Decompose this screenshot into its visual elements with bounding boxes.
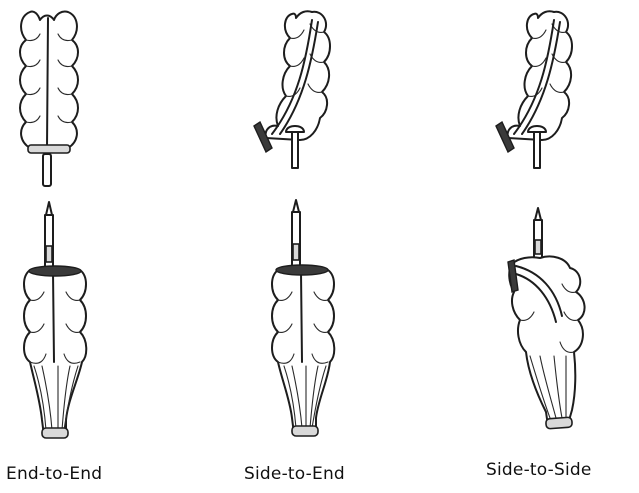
side-to-end-top-colon [254,11,330,168]
caption-side-to-side: Side-to-Side [486,460,592,480]
colon-segment [508,11,572,140]
caption-side-to-end: Side-to-End [244,464,345,484]
rectal-stump [272,270,334,434]
end-to-end-bottom-rectum [24,202,86,438]
rectal-stump [509,256,584,426]
colon-segment [266,11,330,140]
staple-ring [28,145,70,153]
end-to-end-top-colon [20,11,78,186]
side-to-side-top-colon [496,11,572,168]
stapler-shaft [43,154,51,186]
anastomotic-ring [276,265,328,275]
colon-segment [20,11,78,148]
trocar-tip [46,202,52,215]
rectal-stump [24,270,86,436]
anvil-shaft [292,132,298,168]
caption-end-to-end: End-to-End [6,464,102,484]
side-to-end-bottom-rectum [272,200,334,436]
side-to-side-bottom-rectum [508,208,585,429]
anastomotic-ring [29,266,81,276]
anvil-shaft [534,132,540,168]
